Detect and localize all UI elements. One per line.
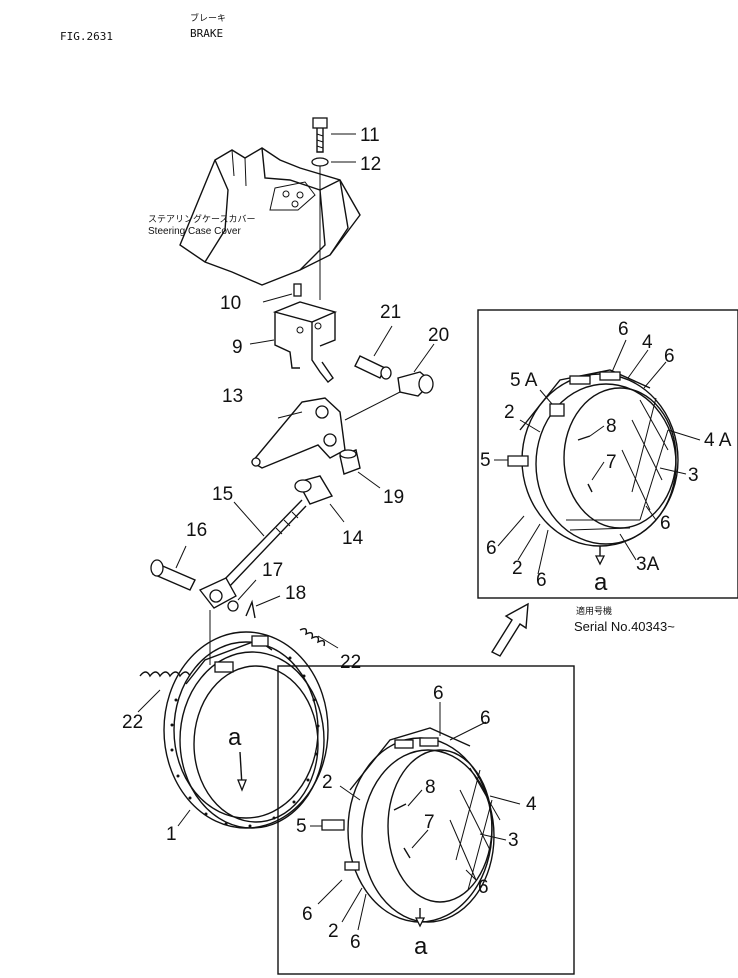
callout-18: 18 [285,583,306,604]
washer-12 [311,157,329,167]
steering-case-cover [179,147,361,286]
callout-12: 12 [360,154,381,175]
callout-9: 9 [232,337,243,358]
callout-22-left: 22 [122,712,143,733]
upper-callout-6b: 6 [664,346,675,367]
lower-callout-3: 3 [508,830,519,851]
upper-callout-8: 8 [606,416,617,437]
upper-callout-4: 4 [642,332,653,353]
callout-11: 11 [360,125,380,146]
lower-callout-6c: 6 [478,877,489,898]
upper-callout-6d: 6 [486,538,497,559]
lower-callout-6a: 6 [433,683,444,704]
lower-callout-6d: 6 [302,904,313,925]
detail-box-upper [477,309,738,599]
brake-band-1 [163,631,329,829]
callout-13: 13 [222,386,243,407]
lower-callout-2: 2 [322,772,333,793]
cover-label-en: Steering Case Cover [148,226,241,237]
pin-5-lower [321,819,345,831]
callout-20: 20 [428,325,449,346]
spring-22-right [299,627,326,647]
lower-callout-5: 5 [296,816,307,837]
upper-callout-4A: 4 A [704,430,732,451]
pin-19 [339,449,361,475]
upper-callout-5A: 5 A [510,370,538,391]
cotter-pin-18 [245,599,256,619]
upper-band-assembly [519,369,679,547]
band-rivets [170,656,320,828]
upper-callout-2: 2 [504,402,515,423]
lever-13 [250,397,346,469]
upper-callout-3A: 3A [636,554,660,575]
callout-19: 19 [383,487,404,508]
detail-box-lower [277,665,575,975]
title-jp: ブレーキ [190,12,226,24]
callout-22-right: 22 [340,652,361,673]
callout-1: 1 [166,824,177,845]
upper-callout-3: 3 [688,465,699,486]
lower-callout-6e: 6 [350,932,361,953]
part-14 [294,475,334,505]
upper-callout-6c: 6 [660,513,671,534]
lower-callout-8: 8 [425,777,436,798]
washer-17 [227,600,239,612]
rod-15 [198,499,307,609]
spring-22-left [139,671,191,678]
upper-callout-5: 5 [480,450,491,471]
pin-21 [354,355,392,380]
pin-10 [293,283,302,297]
upper-callout-2b: 2 [512,558,523,579]
callout-14: 14 [342,528,364,549]
view-marker-a-band: a [228,724,242,751]
upper-callout-6e: 6 [536,570,547,591]
bracket-9 [272,301,338,383]
title-en: BRAKE [190,27,223,40]
callout-15: 15 [212,484,233,505]
serial-label-jp: 適用号機 [576,605,612,617]
pin-16 [150,559,196,591]
upper-view-marker-a: a [594,569,608,596]
lower-callout-2b: 2 [328,921,339,942]
callout-16: 16 [186,520,207,541]
serial-change-arrow [490,602,529,657]
cover-label-jp: ステアリングケースカバー [148,213,256,225]
lower-callout-6b: 6 [480,708,491,729]
lower-callout-4: 4 [526,794,537,815]
bolt-11 [312,117,328,153]
callout-21: 21 [380,302,401,323]
lower-view-marker-a: a [414,933,428,960]
callout-17: 17 [262,560,283,581]
lower-callout-7: 7 [424,812,435,833]
callout-10: 10 [220,293,241,314]
part-20 [397,371,434,397]
upper-callout-6a: 6 [618,319,629,340]
upper-callout-7: 7 [606,452,617,473]
lower-band-assembly [344,727,501,923]
serial-label-en: Serial No.40343~ [574,619,675,634]
figure-number: FIG.2631 [60,30,113,43]
pin-5-upper [507,455,529,467]
